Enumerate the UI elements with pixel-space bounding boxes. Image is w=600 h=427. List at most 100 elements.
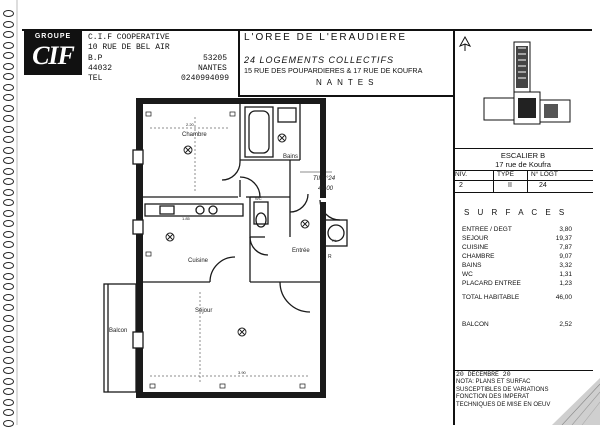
page-curl — [552, 378, 600, 425]
south-wall — [136, 392, 326, 398]
binding-ring — [3, 62, 14, 70]
note-line: SUSCEPTIBLES DE VARIATIONS — [456, 386, 549, 393]
north-arrow-icon — [458, 36, 472, 51]
binding-ring — [3, 241, 14, 248]
binding-ring — [3, 94, 14, 101]
surface-value: 3,80 — [559, 226, 572, 233]
binding-ring — [3, 104, 14, 112]
binding-ring — [3, 146, 14, 154]
surfaces-title: S U R F A C E S — [464, 208, 568, 217]
header-logt: N° LOGT — [531, 171, 558, 178]
surface-value: 7,87 — [559, 244, 572, 251]
company-postcode: 44032 — [88, 64, 113, 73]
project-logements: 24 LOGEMENTS COLLECTIFS — [244, 55, 395, 65]
binding-ring — [3, 262, 14, 269]
surface-label: CHAMBRE — [462, 253, 495, 260]
room-label-r: R — [328, 254, 332, 260]
binding-ring — [3, 178, 14, 185]
surface-label: PLACARD ENTREE — [462, 280, 521, 287]
surface-label: BAINS — [462, 262, 482, 269]
room-label-bains: Bains — [283, 154, 298, 160]
binding-ring — [3, 220, 14, 227]
header-type: TYPE — [497, 171, 514, 178]
sejour-door-swing — [279, 281, 311, 313]
binding-ring — [3, 419, 14, 427]
street-label: 17 rue de Koufra — [495, 160, 551, 169]
binding-ring — [3, 31, 14, 38]
info-panel-border — [453, 29, 455, 425]
west-wall — [136, 98, 143, 398]
binding-ring — [3, 398, 14, 406]
note-line: FONCTION DES IMPERAT — [456, 394, 530, 400]
stair-label: ESCALIER B — [500, 151, 546, 160]
bathtub — [244, 106, 274, 158]
sheet-edge — [16, 0, 18, 425]
logo-top-text: GROUPE — [34, 33, 72, 40]
binding-ring — [3, 367, 14, 374]
water-heater — [324, 219, 348, 247]
dimension-chambre: 2.20 — [186, 122, 195, 127]
binding-ring — [3, 314, 14, 322]
total-value: 46,00 — [555, 294, 572, 301]
header-top-border — [22, 29, 592, 31]
binding-ring — [3, 115, 14, 122]
surface-value: 3,32 — [559, 262, 572, 269]
room-label-sejour: Séjour — [195, 308, 212, 314]
note-line: NOTA: PLANS ET SURFAC — [456, 379, 531, 385]
binding-ring — [3, 157, 14, 164]
binding-ring — [3, 209, 14, 217]
binding-ring — [3, 125, 14, 133]
project-address: 15 RUE DES POUPARDIERES & 17 RUE DE KOUF… — [244, 66, 423, 75]
date-label: 20 DECEMBRE 20 — [456, 371, 511, 378]
binding-ring — [3, 83, 14, 91]
bathtub-inner — [248, 110, 270, 154]
kitchen-counter — [144, 203, 244, 217]
binding-ring — [3, 356, 14, 364]
room-label-entree: Entrée — [292, 248, 310, 254]
project-name: L'OREE DE L'ERAUDIERE — [244, 32, 408, 43]
value-logt: 24 — [539, 182, 547, 189]
bath-door-swing — [289, 193, 309, 213]
project-city: NANTES — [316, 78, 379, 87]
binding-ring — [3, 188, 14, 196]
room-label-wc: WC — [255, 196, 262, 201]
binding-ring — [3, 283, 14, 290]
binding-ring — [3, 409, 14, 416]
binding-ring — [3, 335, 14, 343]
balcony-outline — [103, 283, 137, 393]
company-name-line1: C.I.F COOPERATIVE — [88, 33, 170, 42]
room-label-cuisine: Cuisine — [188, 258, 209, 264]
company-city: NANTES — [198, 64, 227, 73]
lot-table: NIV. TYPE N° LOGT 2 II 24 — [453, 170, 593, 193]
binding-ring — [3, 325, 14, 332]
binding-ring — [3, 52, 14, 59]
balcon-value: 2,52 — [559, 321, 572, 328]
surface-row: BAINS 3,32 — [462, 262, 572, 270]
unit-area: 46,00 — [318, 186, 334, 192]
room-label-pl: PL — [332, 238, 338, 243]
east-wall-lower — [320, 202, 326, 398]
chambre-door-swing — [221, 161, 241, 181]
floor-plan: Chambre Bains Cuisine Entrée Séjour Balc… — [103, 98, 348, 398]
header-divider — [238, 29, 240, 95]
company-name-line2: 10 RUE DE BEL AIR — [88, 43, 170, 52]
surface-value: 1,23 — [559, 280, 572, 287]
binding-ring — [3, 304, 14, 311]
toilet — [253, 201, 269, 225]
header-niv: NIV. — [455, 171, 468, 178]
binding-ring — [3, 10, 14, 17]
balcon-row: BALCON 2,52 — [462, 321, 572, 331]
total-label: TOTAL HABITABLE — [462, 294, 520, 301]
value-niv: 2 — [459, 182, 463, 189]
binding-ring — [3, 199, 14, 206]
binding-ring — [3, 41, 14, 49]
note-line: TECHNIQUES DE MISE EN OEUV — [456, 401, 551, 408]
binding-ring — [3, 377, 14, 385]
note-block: NOTA: PLANS ET SURFAC SUSCEPTIBLES DE VA… — [456, 379, 586, 409]
location-key-plan — [483, 41, 571, 125]
dimension-cuisine: 1.85 — [182, 216, 191, 221]
surface-value: 9,07 — [559, 253, 572, 260]
